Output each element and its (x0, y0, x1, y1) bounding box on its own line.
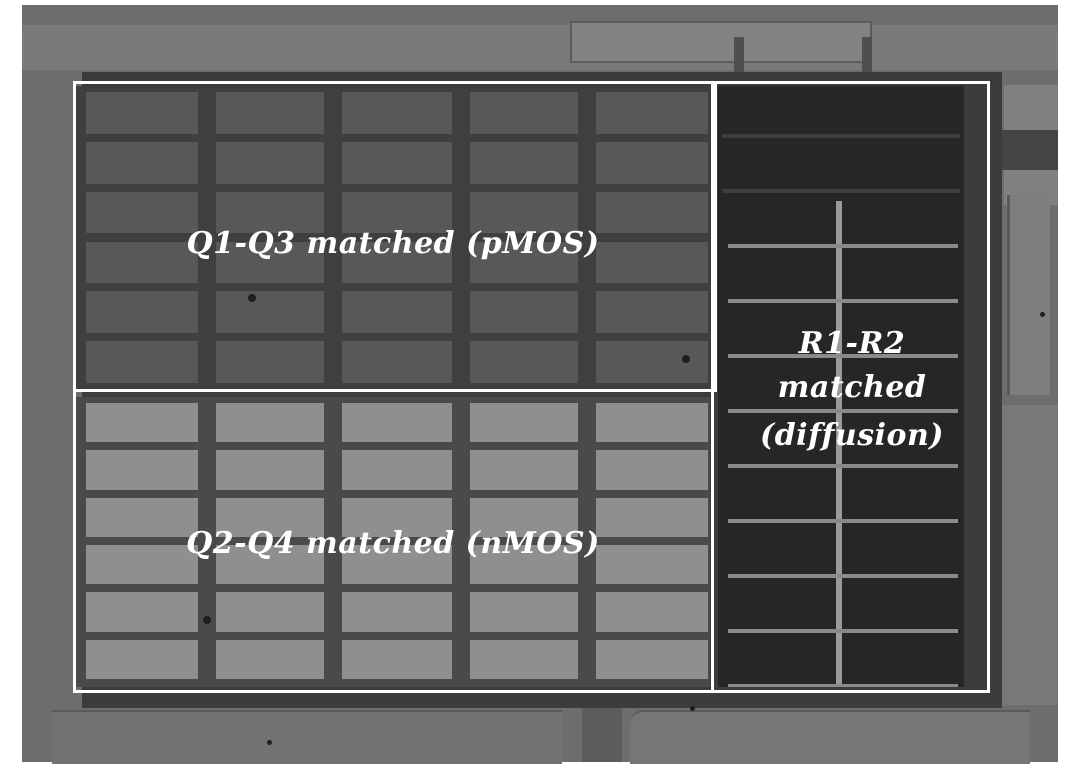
nmos-cell (86, 545, 198, 585)
pmos-cell (216, 341, 324, 383)
nmos-cell (342, 639, 452, 679)
nmos-cell (342, 497, 452, 537)
nmos-cell (596, 450, 708, 490)
defect-dot (682, 355, 690, 363)
right-structure-lower (1002, 405, 1058, 705)
nmos-cell (342, 450, 452, 490)
resistor-strip (722, 134, 960, 138)
pmos-cell (216, 191, 324, 234)
pmos-cell (342, 291, 452, 334)
nmos-cell (216, 639, 324, 679)
pmos-cell (596, 141, 708, 184)
nmos-cell (86, 450, 198, 490)
nmos-cell (216, 497, 324, 537)
pmos-cell (470, 341, 578, 383)
resistor-outline (711, 81, 990, 693)
pmos-cell (342, 92, 452, 134)
pmos-cell (596, 341, 708, 383)
resistor-strip (728, 354, 958, 358)
nmos-cell (86, 403, 198, 443)
resistor-label-line2: matched (777, 370, 927, 405)
pmos-cell (216, 291, 324, 334)
pmos-cell (596, 291, 708, 334)
nmos-cell (342, 545, 452, 585)
nmos-cell (86, 497, 198, 537)
pmos-array (76, 86, 710, 391)
nmos-cell (86, 639, 198, 679)
resistor-label-line3: (diffusion) (760, 418, 944, 453)
resistor-strip (728, 574, 958, 578)
defect-dot (690, 706, 695, 711)
pmos-cell (216, 241, 324, 284)
resistor-label-line1: R1-R2 (798, 326, 906, 361)
nmos-cell (470, 403, 578, 443)
nmos-array (76, 397, 710, 687)
pmos-cell (216, 92, 324, 134)
pmos-cell (342, 241, 452, 284)
pmos-cell (470, 241, 578, 284)
pmos-cell (86, 341, 198, 383)
top-trace-right (862, 37, 872, 77)
nmos-cell (342, 403, 452, 443)
nmos-cell (216, 403, 324, 443)
nmos-cell (470, 592, 578, 632)
pmos-cell (596, 241, 708, 284)
nmos-cell (596, 639, 708, 679)
nmos-cell (342, 592, 452, 632)
resistor-strip (722, 189, 960, 193)
pmos-cell (342, 341, 452, 383)
pmos-label: Q1-Q3 matched (pMOS) (186, 226, 600, 261)
resistor-array (718, 86, 964, 687)
defect-dot (203, 616, 211, 624)
pmos-cell (342, 141, 452, 184)
resistor-strip (728, 244, 958, 248)
defect-dot (267, 740, 272, 745)
pmos-cell (86, 141, 198, 184)
nmos-cell (596, 497, 708, 537)
pmos-cell (86, 191, 198, 234)
pmos-cell (342, 191, 452, 234)
nmos-cell (470, 545, 578, 585)
nmos-cell (216, 450, 324, 490)
nmos-cell (470, 450, 578, 490)
top-bond-pad (570, 21, 872, 63)
bottom-trace-left (52, 710, 562, 764)
right-dark-trace (997, 130, 1058, 170)
pmos-outline (73, 81, 717, 392)
resistor-strip (728, 464, 958, 468)
nmos-cell (596, 592, 708, 632)
nmos-label: Q2-Q4 matched (nMOS) (186, 526, 600, 561)
pmos-cell (86, 291, 198, 334)
resistor-strip (728, 409, 958, 413)
pmos-cell (216, 141, 324, 184)
resistor-vertical-trace (836, 201, 842, 687)
nmos-cell (470, 497, 578, 537)
pmos-cell (470, 191, 578, 234)
pmos-cell (470, 141, 578, 184)
bottom-via (582, 705, 622, 762)
nmos-cell (596, 545, 708, 585)
pmos-cell (596, 92, 708, 134)
pmos-cell (86, 92, 198, 134)
pmos-cell (470, 92, 578, 134)
pmos-cell (596, 191, 708, 234)
pmos-cell (86, 241, 198, 284)
nmos-cell (86, 592, 198, 632)
top-trace-left (734, 37, 744, 77)
bottom-trace-right (630, 710, 1030, 764)
nmos-cell (216, 545, 324, 585)
right-structure-middle (1007, 195, 1050, 395)
resistor-strip (728, 299, 958, 303)
nmos-cell (470, 639, 578, 679)
nmos-cell (216, 592, 324, 632)
resistor-strip (728, 519, 958, 523)
resistor-strip (728, 629, 958, 633)
nmos-cell (596, 403, 708, 443)
resistor-strip (728, 684, 958, 687)
pmos-cell (470, 291, 578, 334)
top-metal-band (22, 25, 1058, 70)
defect-dot (1040, 312, 1045, 317)
defect-dot (248, 294, 256, 302)
